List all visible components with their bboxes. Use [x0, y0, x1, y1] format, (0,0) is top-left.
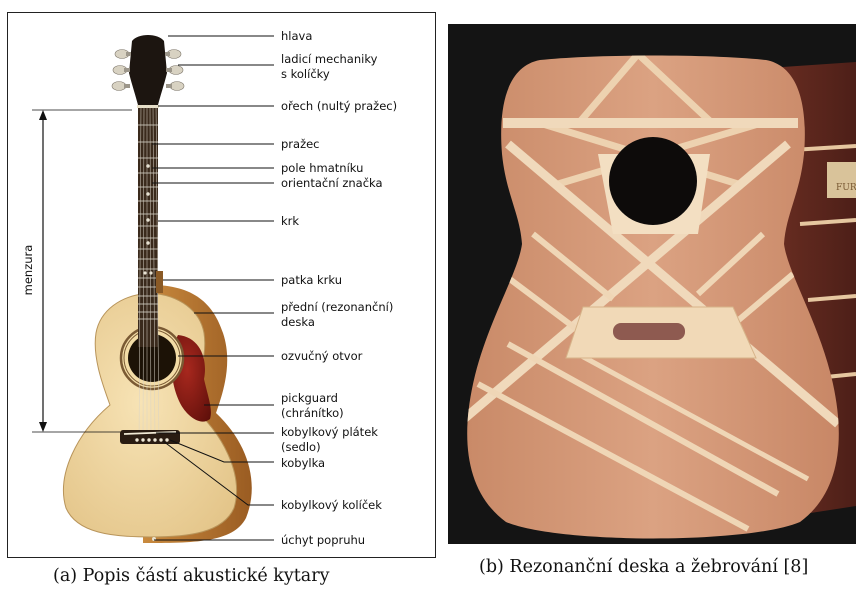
caption-a: (a) Popis částí akustické kytary	[53, 566, 329, 586]
figure-a-panel: menzura hlava ladicí mechaniky s kolíčky…	[7, 12, 436, 558]
back-label-text: FUR	[836, 183, 856, 193]
soundboard-bracing-image: FUR	[448, 24, 856, 544]
label-patka: patka krku	[281, 273, 342, 287]
label-pickguard-2: (chránítko)	[281, 406, 344, 420]
label-deska-2: deska	[281, 315, 315, 329]
label-platek-1: kobylkový plátek	[281, 425, 378, 439]
label-znacka: orientační značka	[281, 176, 383, 190]
label-kolicek: kobylkový kolíček	[281, 498, 382, 512]
guitar-diagram	[8, 13, 435, 557]
bridge-slot	[613, 323, 685, 340]
label-prazec: pražec	[281, 137, 320, 151]
label-krk: krk	[281, 214, 299, 228]
headstock	[129, 35, 167, 105]
label-kobylka: kobylka	[281, 456, 325, 470]
label-otvor: ozvučný otvor	[281, 349, 362, 363]
figure-b-photo: FUR	[448, 24, 856, 544]
neck-heel	[156, 271, 163, 293]
caption-b: (b) Rezonanční deska a žebrování [8]	[479, 557, 808, 577]
label-platek-2: (sedlo)	[281, 440, 321, 454]
label-pole: pole hmatníku	[281, 161, 363, 175]
soundboard-hole	[609, 137, 697, 225]
label-uchyt: úchyt popruhu	[281, 533, 365, 547]
label-deska-1: přední (rezonanční)	[281, 300, 393, 314]
label-hlava: hlava	[281, 29, 312, 43]
scale-length-label: menzura	[21, 240, 35, 300]
label-pickguard-1: pickguard	[281, 391, 338, 405]
label-orech: ořech (nultý pražec)	[281, 99, 397, 113]
label-ladici-1: ladicí mechaniky	[281, 52, 377, 66]
label-ladici-2: s kolíčky	[281, 67, 330, 81]
